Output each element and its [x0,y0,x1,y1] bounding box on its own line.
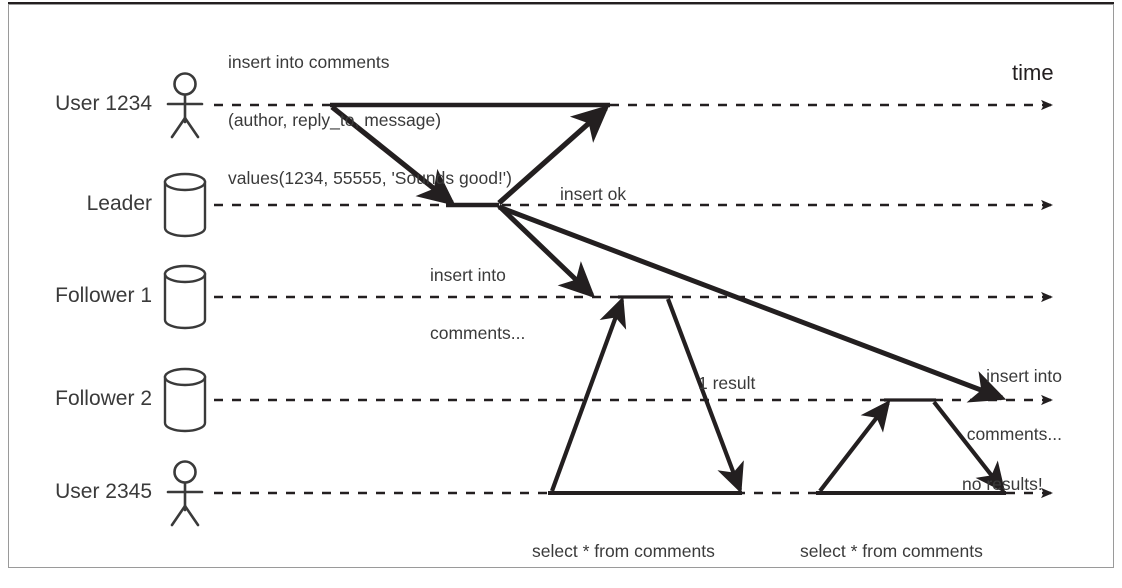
message-arrow-one-result [666,298,744,494]
message-label-line: comments... [430,323,526,343]
message-label-line: values(1234, 55555, 'Sounds good!') [228,168,512,188]
participant-label-leader: Leader [86,192,152,215]
message-label-select-follower1: select * from comments where reply_to = … [532,505,715,588]
message-arrow-insert-request [330,104,456,206]
message-label-replicate-follower1: insert into comments... [430,229,525,380]
message-arrow-replicate-follower2 [498,204,1007,403]
message-label-line: 1 result [698,373,756,393]
database-cylinder-icon-leader [163,172,207,238]
message-label-no-results: no results! [962,438,1043,531]
message-label-line: insert into comments [228,52,390,72]
participant-label-user2345: User 2345 [55,480,152,503]
message-label-line: no results! [962,474,1043,494]
participant-label-follower2: Follower 2 [55,387,152,410]
message-label-insert-ok: insert ok [560,148,626,241]
message-arrow-no-results [932,400,1006,493]
message-arrow-replicate-follower1 [497,204,596,299]
database-cylinder-icon-follower1 [163,264,207,330]
message-label-line: (author, reply_to, message) [228,110,442,130]
message-label-insert-request: insert into comments (author, reply_to, … [228,16,512,225]
message-arrow-insert-ok [497,104,610,205]
message-label-line: insert ok [560,184,627,204]
database-cylinder-icon-follower2 [163,367,207,433]
message-arrow-select-follower1 [550,296,627,492]
message-label-line: insert into [986,366,1062,386]
participant-label-user1234: User 1234 [55,92,152,115]
message-label-replicate-follower2: insert into comments... [952,330,1062,481]
actor-stick-figure-icon-user2345 [166,460,204,527]
time-axis-label: time [1012,60,1054,85]
message-label-line: select * from comments [800,541,983,561]
message-label-line: select * from comments [532,541,715,561]
actor-stick-figure-icon-user1234 [166,72,204,139]
message-label-one-result: 1 result [698,337,755,430]
participant-label-follower1: Follower 1 [55,284,152,307]
message-arrow-select-follower2 [818,400,891,493]
message-label-select-follower2: select * from comments where reply_to = … [800,505,983,588]
message-label-line: insert into [430,265,506,285]
message-label-line: comments... [966,424,1062,444]
